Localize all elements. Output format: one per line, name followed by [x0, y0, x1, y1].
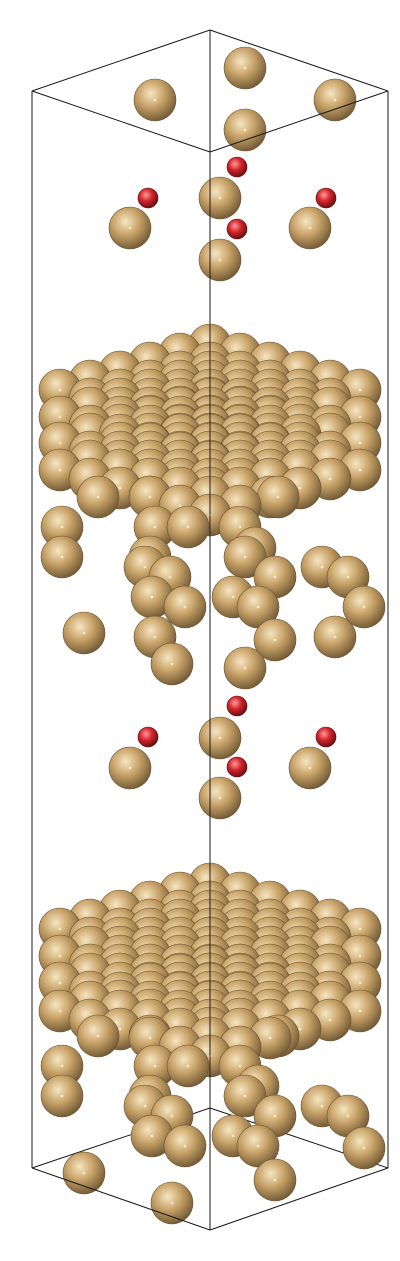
- atom-small: [226, 756, 248, 778]
- atom-highlight: [170, 662, 174, 666]
- atom-highlight: [358, 441, 362, 445]
- atom-highlight: [118, 486, 122, 490]
- atom-highlight: [178, 504, 182, 508]
- atom-highlight: [273, 1178, 277, 1182]
- atom-highlight: [58, 954, 62, 958]
- atom-highlight: [308, 226, 312, 230]
- atom-highlight: [346, 1114, 350, 1118]
- atom-highlight: [333, 635, 337, 639]
- atom-highlight: [60, 555, 64, 559]
- atom-highlight: [298, 1027, 302, 1031]
- atom-highlight: [238, 525, 242, 529]
- cell-edge-top-front-right: [209, 90, 389, 153]
- atom-small: [226, 156, 248, 178]
- atom-highlight: [243, 128, 247, 132]
- atom-highlight: [128, 766, 132, 770]
- simulation-cell-front-edges: [31, 29, 389, 1231]
- atom-highlight: [153, 635, 157, 639]
- atom-highlight: [58, 415, 62, 419]
- atom-highlight: [150, 1134, 154, 1138]
- atom-highlight: [238, 1064, 242, 1068]
- atom-highlight: [298, 486, 302, 490]
- atom-small: [315, 187, 337, 209]
- atom-highlight: [58, 441, 62, 445]
- atom-highlight: [170, 1114, 174, 1118]
- atom-highlight: [186, 525, 190, 529]
- atom-highlight: [358, 388, 362, 392]
- atom-highlight: [186, 1064, 190, 1068]
- atom-highlight: [60, 525, 64, 529]
- atom-highlight: [273, 638, 277, 642]
- cell-edge-top-back-left: [31, 29, 211, 92]
- cell-edge-bottom-front-right: [209, 1167, 389, 1231]
- atom-highlight: [58, 981, 62, 985]
- atom-small: [226, 218, 248, 240]
- atom-highlight: [143, 1104, 147, 1108]
- atom-highlight: [358, 954, 362, 958]
- atom-highlight: [273, 1114, 277, 1118]
- atom-highlight: [362, 1146, 366, 1150]
- atom-highlight: [153, 1064, 157, 1068]
- atom-highlight: [320, 565, 324, 569]
- atom-highlight: [118, 1027, 122, 1031]
- atom-highlight: [362, 605, 366, 609]
- atom-highlight: [148, 495, 152, 499]
- atom-highlight: [58, 1009, 62, 1013]
- atom-highlight: [276, 495, 280, 499]
- atom-highlight: [358, 981, 362, 985]
- atom-highlight: [82, 631, 86, 635]
- atom-highlight: [243, 66, 247, 70]
- cell-edge-top-front-left: [31, 90, 211, 153]
- atom-highlight: [243, 1094, 247, 1098]
- atom-highlight: [358, 1009, 362, 1013]
- cell-edge-bottom-front-left: [31, 1167, 211, 1231]
- atom-highlight: [358, 415, 362, 419]
- atom-highlight: [320, 1104, 324, 1108]
- atom-highlight: [346, 575, 350, 579]
- atom-highlight: [82, 1171, 86, 1175]
- atom-highlight: [218, 258, 222, 262]
- atom-highlight: [231, 595, 235, 599]
- atom-highlight: [231, 1134, 235, 1138]
- atom-highlight: [183, 1144, 187, 1148]
- atom-small: [315, 726, 337, 748]
- atom-highlight: [150, 595, 154, 599]
- atom-highlight: [60, 1064, 64, 1068]
- atom-highlight: [96, 1034, 100, 1038]
- atom-highlight: [58, 468, 62, 472]
- atom-highlight: [148, 1036, 152, 1040]
- atom-highlight: [328, 1018, 332, 1022]
- atom-highlight: [218, 196, 222, 200]
- atom-highlight: [60, 1094, 64, 1098]
- atoms-layer: [38, 46, 386, 1225]
- cell-edge-top-back-right: [209, 29, 389, 92]
- atom-highlight: [308, 766, 312, 770]
- atom-highlight: [333, 98, 337, 102]
- atom-highlight: [256, 1144, 260, 1148]
- atom-highlight: [153, 98, 157, 102]
- atom-highlight: [243, 666, 247, 670]
- atom-highlight: [328, 477, 332, 481]
- atom-highlight: [243, 555, 247, 559]
- atom-small: [226, 695, 248, 717]
- atom-highlight: [153, 525, 157, 529]
- atom-highlight: [218, 796, 222, 800]
- atom-highlight: [143, 565, 147, 569]
- atom-highlight: [273, 575, 277, 579]
- atom-small: [137, 187, 159, 209]
- atom-highlight: [58, 388, 62, 392]
- atom-small: [137, 726, 159, 748]
- atom-highlight: [58, 927, 62, 931]
- atom-highlight: [96, 495, 100, 499]
- atom-highlight: [218, 736, 222, 740]
- atom-highlight: [170, 1201, 174, 1205]
- atom-highlight: [168, 575, 172, 579]
- atom-highlight: [128, 226, 132, 230]
- atom-highlight: [268, 1036, 272, 1040]
- atom-highlight: [183, 605, 187, 609]
- atom-highlight: [358, 927, 362, 931]
- atom-highlight: [256, 605, 260, 609]
- atom-highlight: [358, 468, 362, 472]
